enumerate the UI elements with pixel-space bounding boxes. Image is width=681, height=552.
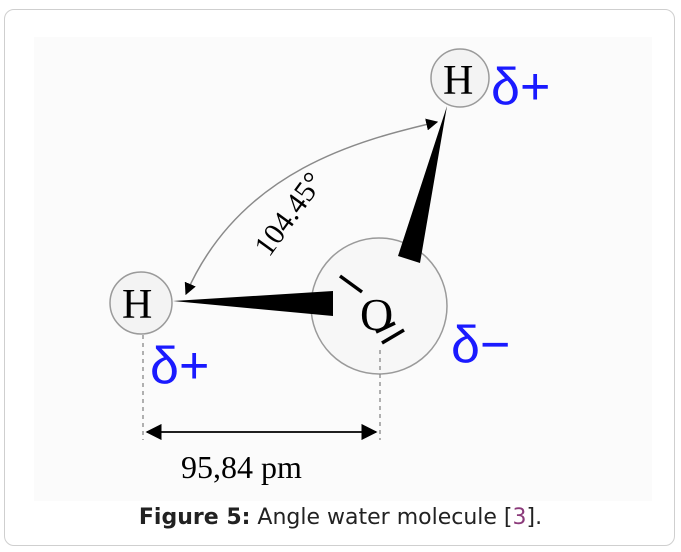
charge-oxygen: δ−: [451, 316, 510, 374]
caption-label: Figure 5:: [138, 505, 251, 530]
caption-end: ].: [526, 505, 543, 530]
figure-card: [4, 9, 675, 546]
hydrogen-top-circle: [430, 48, 490, 108]
charge-hydrogen-top: δ+: [491, 58, 550, 116]
angle-arc: [184, 118, 439, 296]
figure-caption: Figure 5: Angle water molecule [3].: [0, 505, 681, 530]
hydrogen-left-circle: [109, 271, 173, 335]
distance-label: 95,84 pm: [181, 449, 302, 485]
caption-text: Angle water molecule [: [250, 505, 513, 530]
bond-wedge-left: [173, 291, 333, 316]
caption-reference-link[interactable]: 3: [512, 505, 527, 530]
charge-hydrogen-left: δ+: [150, 337, 209, 395]
angle-label: 104.45°: [248, 166, 330, 262]
hydrogen-left-label: H: [122, 282, 152, 328]
oxygen-label: O: [360, 289, 393, 340]
hydrogen-top-label: H: [443, 58, 473, 104]
lone-pair-dash-lower2: [381, 328, 405, 345]
lone-pair-dash-lower: [375, 321, 396, 334]
